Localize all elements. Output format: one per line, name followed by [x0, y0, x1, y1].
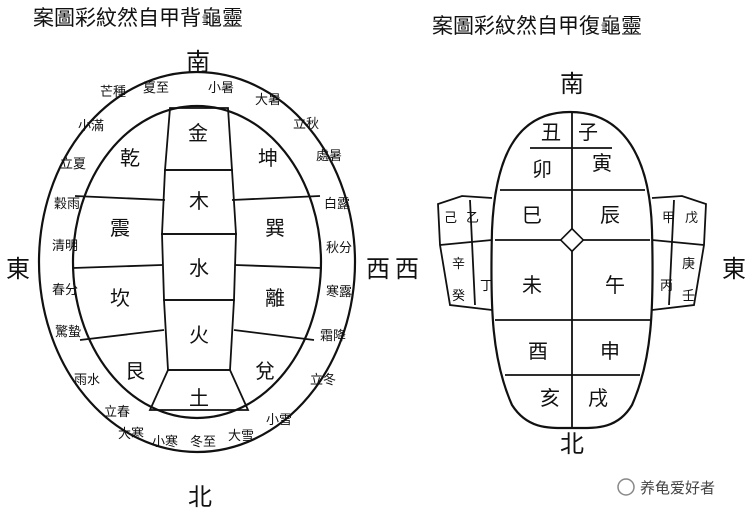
back-shell-outer	[37, 70, 357, 454]
left-north-label: 北	[188, 483, 212, 511]
wing-yi: 乙	[466, 211, 479, 226]
belly-yin: 寅	[592, 151, 612, 175]
term-xiaohan: 小寒	[152, 434, 178, 450]
term-shuangjiang: 霜降	[320, 329, 346, 344]
left-scute-4: 艮	[125, 359, 145, 383]
term-lixia: 立夏	[60, 157, 86, 172]
wing-ji: 己	[444, 211, 457, 226]
wing-jia: 甲	[662, 211, 675, 226]
term-chushu: 處暑	[316, 149, 342, 164]
term-qiufen: 秋分	[326, 241, 352, 256]
term-lidong: 立冬	[310, 372, 336, 388]
wing-xin: 辛	[452, 257, 465, 272]
belly-zi: 子	[578, 120, 598, 144]
right-east-label: 東	[722, 255, 746, 283]
wing-geng: 庚	[682, 256, 695, 272]
vertebral-5	[148, 369, 250, 411]
term-hanlu: 寒露	[326, 284, 352, 300]
right-wing-divider-2	[668, 199, 675, 306]
watermark: 养龟爱好者	[617, 478, 715, 497]
term-dashu: 大暑	[255, 93, 281, 108]
term-lichun: 立春	[104, 405, 130, 420]
right-scute-1: 坤	[258, 146, 278, 170]
right-north-label: 北	[560, 430, 584, 458]
belly-mao: 卯	[532, 157, 552, 181]
term-jingzhe: 驚蟄	[55, 324, 81, 340]
right-divider-1	[231, 195, 321, 201]
belly-shen: 申	[600, 339, 620, 363]
right-scute-2: 巽	[265, 216, 285, 240]
wing-ding: 丁	[480, 279, 493, 294]
left-wing	[437, 195, 493, 311]
left-wing-divider	[439, 239, 493, 246]
left-divider-2	[72, 264, 163, 269]
term-dahan: 大寒	[118, 426, 144, 442]
term-guyu: 穀雨	[54, 197, 80, 212]
center-1: 金	[188, 121, 208, 145]
wing-gui: 癸	[452, 289, 465, 304]
left-wing-divider-2	[469, 199, 476, 306]
term-bailu: 白露	[324, 196, 350, 212]
term-yushui: 雨水	[74, 373, 100, 388]
back-shell-inner	[71, 104, 323, 420]
belly-hai: 亥	[540, 386, 560, 410]
center-4: 火	[189, 323, 209, 347]
belly-center-diamond	[559, 227, 585, 253]
right-south-label: 南	[560, 70, 584, 98]
left-east-label: 東	[6, 255, 30, 283]
belly-chou: 丑	[541, 120, 561, 144]
left-scute-1: 乾	[120, 146, 140, 170]
belly-wu: 午	[605, 273, 625, 297]
right-divider-2	[234, 264, 322, 269]
wing-bing: 丙	[660, 279, 673, 294]
left-scute-3: 坎	[110, 286, 130, 310]
center-5: 土	[189, 386, 209, 410]
belly-shell	[437, 110, 707, 430]
center-3: 水	[189, 256, 209, 280]
right-scute-3: 離	[265, 286, 285, 310]
watermark-icon	[617, 478, 635, 496]
left-divider-3	[79, 329, 165, 341]
right-scute-4: 兌	[255, 359, 275, 383]
right-west-label: 西	[395, 255, 419, 283]
wing-wu: 戊	[685, 211, 698, 226]
belly-xu: 戌	[588, 386, 608, 410]
right-wing	[651, 195, 707, 311]
belly-you: 酉	[528, 339, 548, 363]
wing-ren: 壬	[682, 289, 695, 304]
belly-chen: 辰	[600, 203, 620, 227]
belly-si: 巳	[522, 203, 542, 227]
term-daxue: 大雪	[228, 429, 254, 444]
watermark-text: 养龟爱好者	[640, 479, 715, 497]
center-2: 木	[189, 189, 209, 213]
belly-wei: 未	[522, 273, 542, 297]
term-chunfen: 春分	[52, 283, 78, 298]
left-divider-1	[74, 195, 166, 201]
term-xiaoxue: 小雪	[266, 413, 292, 428]
term-dongzhi: 冬至	[190, 434, 216, 450]
left-west-label: 西	[366, 255, 390, 283]
right-divider-3	[233, 329, 315, 341]
belly-shell-title: 案圖彩紋然自甲復龜靈	[432, 14, 642, 38]
term-xiaoshu: 小暑	[208, 81, 234, 96]
term-qingming: 清明	[52, 239, 78, 254]
term-liqiu: 立秋	[293, 117, 319, 132]
term-xiaoman: 小滿	[78, 118, 104, 134]
back-shell	[37, 70, 357, 454]
right-wing-divider	[651, 239, 705, 246]
back-shell-title: 案圖彩紋然自甲背龜靈	[33, 6, 243, 30]
left-scute-2: 震	[110, 216, 130, 240]
term-xiazhi: 夏至	[143, 81, 169, 96]
term-mangzhong: 芒種	[100, 84, 126, 100]
